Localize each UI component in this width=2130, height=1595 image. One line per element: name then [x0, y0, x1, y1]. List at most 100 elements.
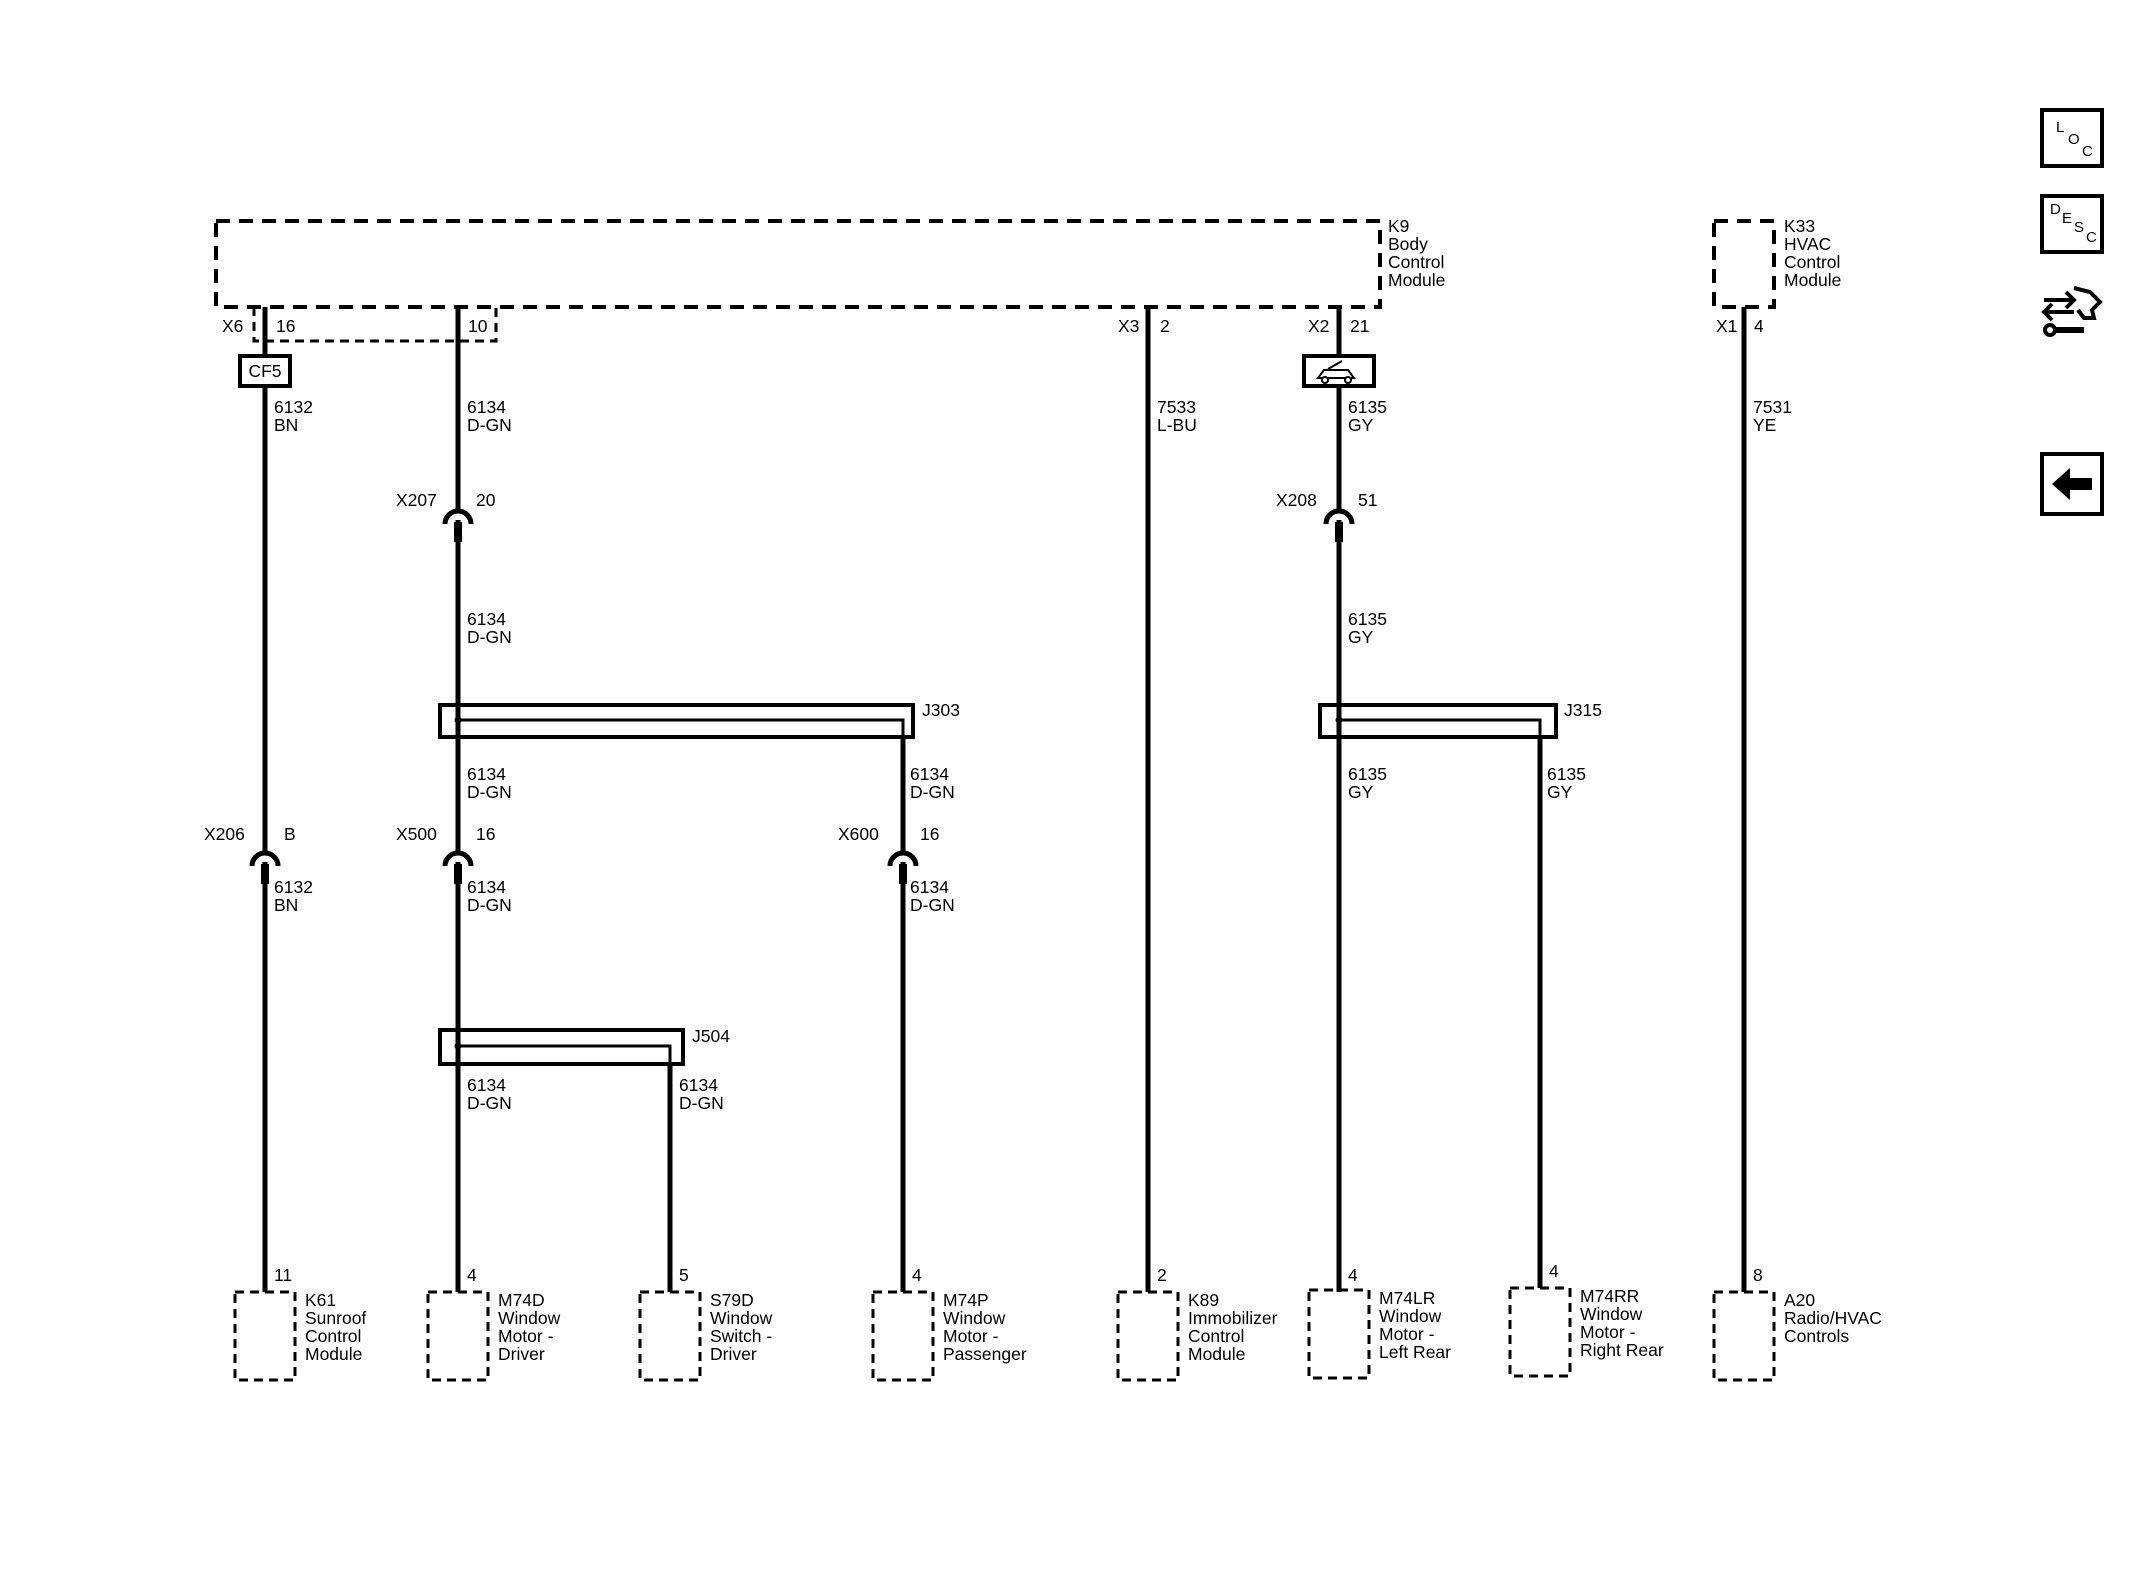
- component-outline: [1116, 1290, 1180, 1382]
- inline-connector-x600[interactable]: X600 16: [838, 824, 939, 884]
- desc-button-icon[interactable]: D E S C: [2040, 194, 2104, 254]
- svg-text:Control: Control: [1188, 1326, 1244, 1346]
- component-pin: 4: [1549, 1261, 1559, 1281]
- connector-female-half: [249, 850, 281, 867]
- svg-text:L-BU: L-BU: [1157, 415, 1197, 435]
- connector-name: X208: [1276, 490, 1317, 510]
- wire-lines: [262, 307, 1747, 1292]
- k9-body-control-module[interactable]: K9 Body Control Module: [214, 216, 1445, 309]
- connector-name: X206: [204, 824, 245, 844]
- svg-text:Controls: Controls: [1784, 1326, 1849, 1346]
- component-outline: [1712, 1290, 1776, 1382]
- splice-j303[interactable]: J303: [438, 700, 960, 739]
- splice-bar: [1339, 718, 1542, 737]
- k9-pins: X6 16 10 X3 2 X2 21 X1 4: [222, 316, 1764, 336]
- component-ref: M74LR: [1379, 1288, 1435, 1308]
- component-m74rr-window-motor-right-rear[interactable]: 4 M74RR Window Motor - Right Rear: [1508, 1261, 1664, 1378]
- splice-outline: [438, 1028, 685, 1066]
- k33-ref: K33: [1784, 216, 1815, 236]
- splice-j504[interactable]: J504: [438, 1026, 730, 1066]
- connector-name: X600: [838, 824, 879, 844]
- component-ref: M74P: [943, 1290, 989, 1310]
- splice-j315[interactable]: J315: [1318, 700, 1602, 739]
- svg-text:6134: 6134: [467, 877, 506, 897]
- splice-label: J303: [922, 700, 960, 720]
- svg-text:YE: YE: [1753, 415, 1776, 435]
- component-s79d-window-switch-driver[interactable]: 5 S79D Window Switch - Driver: [638, 1265, 773, 1382]
- svg-text:Motor -: Motor -: [1379, 1324, 1435, 1344]
- component-m74d-window-motor-driver[interactable]: 4 M74D Window Motor - Driver: [426, 1265, 561, 1382]
- k9-line-3: Module: [1388, 270, 1445, 290]
- svg-text:BN: BN: [274, 895, 298, 915]
- splice-node: [454, 1042, 462, 1050]
- component-ref: S79D: [710, 1290, 754, 1310]
- loc-button-icon[interactable]: L O C: [2040, 108, 2104, 168]
- component-pin: 4: [1348, 1265, 1358, 1285]
- component-outline: [871, 1290, 935, 1382]
- k9-line-2: Control: [1388, 252, 1444, 272]
- inline-connector-x208[interactable]: X208 51: [1276, 490, 1377, 542]
- component-ref: M74RR: [1580, 1286, 1639, 1306]
- svg-text:D-GN: D-GN: [467, 415, 512, 435]
- inline-connector-x207[interactable]: X207 20: [396, 490, 496, 542]
- svg-text:D-GN: D-GN: [467, 782, 512, 802]
- component-pin: 11: [274, 1265, 292, 1285]
- inline-connector-x206[interactable]: X206 B: [204, 824, 296, 884]
- connector-pin: 16: [476, 824, 495, 844]
- connector-wrench-icon[interactable]: [2040, 278, 2104, 338]
- svg-text:GY: GY: [1348, 627, 1374, 647]
- svg-text:7531: 7531: [1753, 397, 1792, 417]
- svg-text:6134: 6134: [910, 764, 949, 784]
- component-m74p-window-motor-passenger[interactable]: 4 M74P Window Motor - Passenger: [871, 1265, 1027, 1382]
- splice-outline: [438, 703, 915, 739]
- connector-pin: 20: [476, 490, 496, 510]
- inline-connector-x500[interactable]: X500 16: [396, 824, 495, 884]
- svg-text:Window: Window: [710, 1308, 773, 1328]
- connector-pin: 51: [1358, 490, 1377, 510]
- svg-text:Window: Window: [498, 1308, 561, 1328]
- svg-text:Switch -: Switch -: [710, 1326, 772, 1346]
- x6-connector-outline: [252, 307, 498, 343]
- splice-label: J504: [692, 1026, 730, 1046]
- svg-text:Window: Window: [1379, 1306, 1442, 1326]
- k33-line-2: Control: [1784, 252, 1840, 272]
- pin-10: 10: [468, 316, 488, 336]
- component-pin: 4: [467, 1265, 477, 1285]
- svg-text:Driver: Driver: [710, 1344, 757, 1364]
- connector-female-half: [1323, 508, 1355, 525]
- fuse-cf5[interactable]: CF5: [238, 354, 292, 388]
- svg-text:Module: Module: [305, 1344, 362, 1364]
- back-arrow-icon[interactable]: [2040, 452, 2104, 516]
- splice-bar: [458, 1044, 672, 1064]
- svg-text:Driver: Driver: [498, 1344, 545, 1364]
- splice-outline: [1318, 703, 1558, 739]
- pin-x2-21: 21: [1350, 316, 1369, 336]
- k9-line-1: Body: [1388, 234, 1428, 254]
- component-m74lr-window-motor-left-rear[interactable]: 4 M74LR Window Motor - Left Rear: [1307, 1265, 1451, 1380]
- pin-conn-x3: X3: [1118, 316, 1139, 336]
- component-k89-immobilizer-control-module[interactable]: 2 K89 Immobilizer Control Module: [1116, 1265, 1278, 1382]
- svg-text:Motor -: Motor -: [1580, 1322, 1636, 1342]
- fuse-x2-21[interactable]: [1302, 354, 1376, 388]
- component-outline: [426, 1290, 490, 1382]
- fuse-label: CF5: [248, 361, 281, 381]
- splice-label: J315: [1564, 700, 1602, 720]
- svg-text:Passenger: Passenger: [943, 1344, 1027, 1364]
- connector-female-half: [887, 850, 919, 867]
- k33-hvac-control-module[interactable]: K33 HVAC Control Module: [1712, 216, 1841, 309]
- svg-text:6132: 6132: [274, 397, 313, 417]
- component-a20-radio-hvac-controls[interactable]: 8 A20 Radio/HVAC Controls: [1712, 1265, 1882, 1382]
- svg-text:Immobilizer: Immobilizer: [1188, 1308, 1278, 1328]
- component-k61-sunroof-control-module[interactable]: 11 K61 Sunroof Control Module: [233, 1265, 366, 1382]
- component-outline: [1307, 1288, 1371, 1380]
- component-outline: [638, 1290, 702, 1382]
